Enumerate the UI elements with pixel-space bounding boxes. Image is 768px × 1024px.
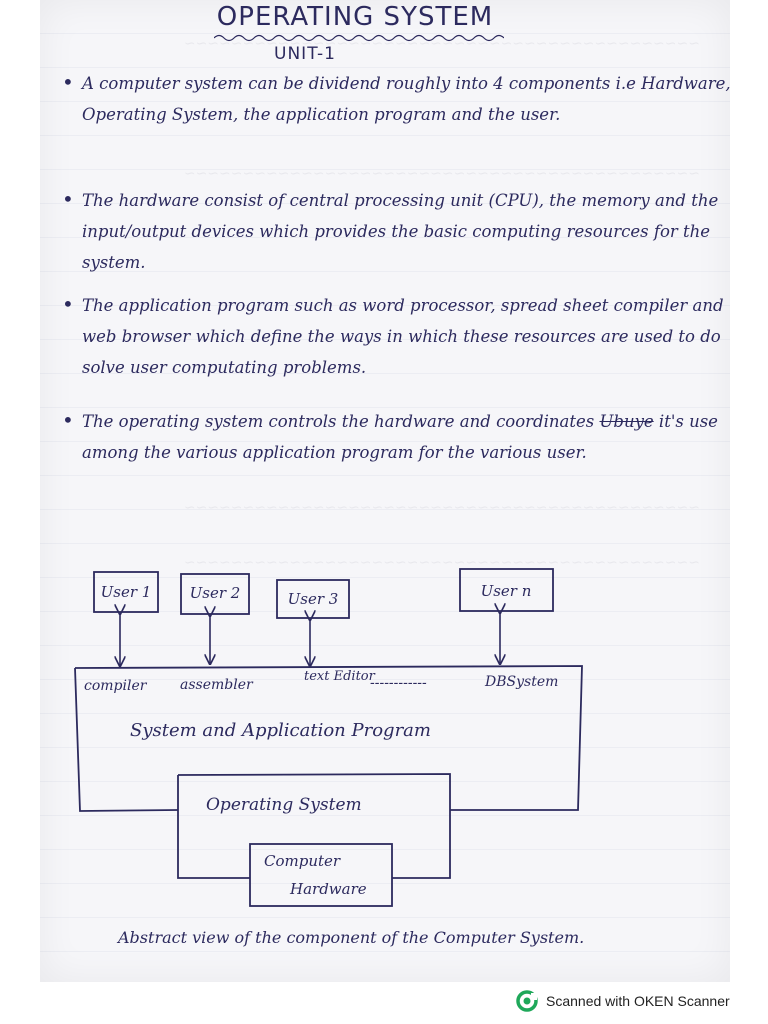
program-label: DBSystem <box>484 674 558 690</box>
bullet-item: • The application program such as word p… <box>60 290 732 383</box>
bullet-text: The operating system controls the hardwa… <box>82 406 730 468</box>
notebook-page: ~~~~~~~~~~~~~~~~~~~~~~~~~~~~~~~~~~~~~~~~… <box>40 0 730 982</box>
user-box <box>459 568 554 612</box>
scanner-watermark: Scanned with OKEN Scanner <box>516 990 730 1012</box>
user-label: User 3 <box>288 590 339 608</box>
title-underline <box>214 34 504 42</box>
bullet-dot-icon: • <box>62 70 74 94</box>
diagram-caption: Abstract view of the component of the Co… <box>118 928 585 947</box>
application-layer-label: System and Application Program <box>130 720 431 741</box>
bullet-tail-text: it's use among the various application p… <box>82 412 718 462</box>
bullet-text: The application program such as word pro… <box>82 296 724 377</box>
program-dashes: ------------ <box>370 675 427 691</box>
os-layer-outline <box>177 773 451 879</box>
unit-heading: UNIT-1 <box>274 44 336 64</box>
os-layer-label: Operating System <box>206 795 362 815</box>
hardware-label: Computer <box>264 852 341 870</box>
bullet-dot-icon: • <box>62 292 74 316</box>
bullet-dot-icon: • <box>62 187 74 211</box>
bullet-item: • The hardware consist of central proces… <box>60 185 730 278</box>
hardware-label: Hardware <box>289 880 367 898</box>
program-label: text Editor <box>304 669 376 684</box>
struck-out-word: Ubuye <box>599 412 654 431</box>
bullet-item: • The operating system controls the hard… <box>60 406 730 468</box>
user-label: User 2 <box>190 584 241 602</box>
os-layer-outline <box>177 775 250 879</box>
application-layer-outline <box>74 667 179 812</box>
bullet-item: • A computer system can be dividend roug… <box>60 68 732 130</box>
bullet-lead-text: The operating system controls the hardwa… <box>82 412 595 431</box>
bullet-text: A computer system can be dividend roughl… <box>82 74 731 124</box>
scanner-label: Scanned with OKEN Scanner <box>546 993 730 1009</box>
user-label: User 1 <box>101 583 152 601</box>
program-label: assembler <box>180 677 254 693</box>
user-box <box>93 571 159 613</box>
user-label: User n <box>481 582 532 600</box>
bullet-dot-icon: • <box>62 408 74 432</box>
program-label: compiler <box>84 678 148 694</box>
hardware-box <box>249 843 393 907</box>
bullet-text: The hardware consist of central processi… <box>82 191 719 272</box>
oken-scanner-logo-icon <box>516 990 538 1012</box>
application-layer-outline <box>74 665 583 811</box>
page-title: OPERATING SYSTEM <box>216 2 494 32</box>
